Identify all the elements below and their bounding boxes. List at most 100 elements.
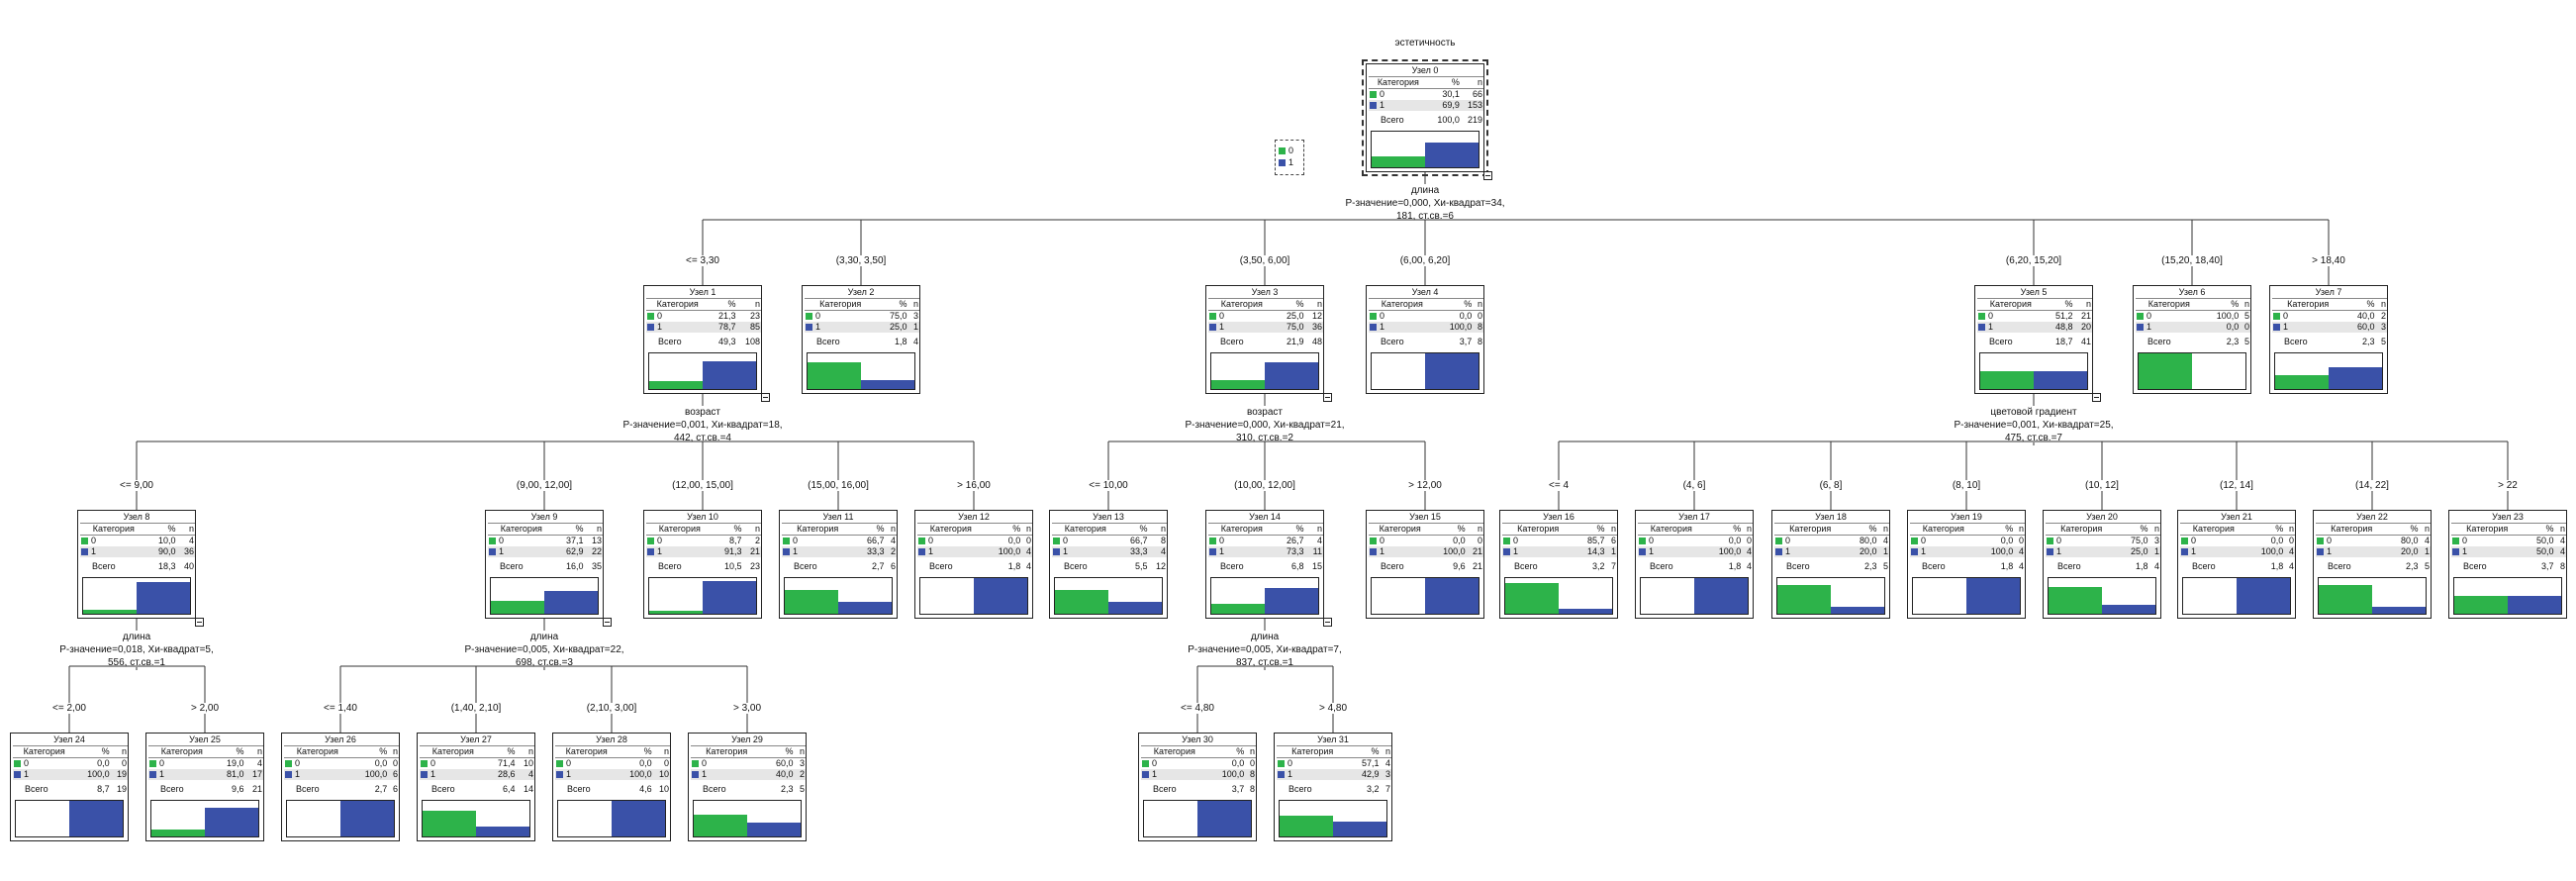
row-n: 21 xyxy=(742,546,761,557)
node-header-row: Категория % n xyxy=(488,523,603,536)
total-pct: 3,7 xyxy=(1459,337,1473,346)
row-n: 1 xyxy=(2419,546,2431,557)
col-percent: % xyxy=(2044,298,2074,311)
collapse-toggle-icon[interactable] xyxy=(1483,171,1492,180)
category-swatch xyxy=(1978,313,1985,321)
node-header-row: Категория % n xyxy=(80,523,195,536)
total-pct: 1,8 xyxy=(1007,561,1021,571)
collapse-toggle-icon[interactable] xyxy=(603,618,612,627)
category-swatch xyxy=(692,771,699,779)
total-label: Всего xyxy=(1288,784,1312,794)
node-title: Узел 16 xyxy=(1543,512,1574,522)
collapse-toggle-icon[interactable] xyxy=(2092,393,2101,402)
row-cat-label: 1 xyxy=(815,322,821,332)
tree-title: эстетичность xyxy=(1394,38,1456,49)
total-label: Всего xyxy=(2284,337,2308,346)
row-cat-label: 0 xyxy=(1649,536,1655,545)
row-n: 8 xyxy=(1245,769,1256,780)
col-n: n xyxy=(110,745,128,758)
row-cat: 1 xyxy=(420,769,487,780)
row-n: 3 xyxy=(1380,769,1391,780)
col-n: n xyxy=(1304,298,1323,311)
branch-label-node-9: (9,00, 12,00] xyxy=(485,480,604,491)
category-swatch xyxy=(1370,324,1377,332)
col-n: n xyxy=(2014,523,2025,536)
node-header-row: Категория % n xyxy=(2316,523,2431,536)
collapse-toggle-icon[interactable] xyxy=(761,393,770,402)
node-header-row: Категория % n xyxy=(148,745,263,758)
node-title: Узел 18 xyxy=(1815,512,1847,522)
collapse-toggle-icon[interactable] xyxy=(1323,618,1332,627)
collapse-toggle-icon[interactable] xyxy=(195,618,204,627)
row-pct: 10,0 xyxy=(158,536,176,545)
row-cat-label: 1 xyxy=(1063,546,1069,556)
col-percent: % xyxy=(1976,523,2015,536)
row-cat: 1 xyxy=(917,546,985,557)
bar-category-0 xyxy=(649,610,703,614)
row-pct: 8,7 xyxy=(729,536,742,545)
collapse-toggle-icon[interactable] xyxy=(1323,393,1332,402)
row-n: 4 xyxy=(188,536,194,545)
total-n: 6 xyxy=(392,784,398,794)
node-bar-chart xyxy=(1371,577,1479,615)
col-n: n xyxy=(1245,745,1256,758)
node-header-row: Категория % n xyxy=(2272,298,2387,311)
bar-category-1 xyxy=(1265,362,1318,389)
row-cat: 1 xyxy=(2272,322,2344,333)
row-n: 3 xyxy=(799,758,805,768)
node-header-row: Категория % n xyxy=(782,523,897,536)
row-pct: 0,0 xyxy=(1007,536,1021,545)
row-pct: 100,0 xyxy=(618,769,653,780)
category-swatch xyxy=(1503,538,1510,545)
total-label: Всего xyxy=(296,784,320,794)
row-cat-label: 0 xyxy=(1288,758,1293,768)
row-cat: 1 xyxy=(1910,546,1977,557)
total-label: Всего xyxy=(658,561,682,571)
total-pct: 2,3 xyxy=(2405,561,2419,571)
category-swatch xyxy=(647,548,654,556)
row-n: 4 xyxy=(1021,546,1032,557)
split-label-node-1: возраст P-значение=0,001, Хи-квадрат=18,… xyxy=(622,407,783,443)
node-bar-chart xyxy=(1210,577,1319,615)
total-pct: 49,3 xyxy=(717,337,736,346)
